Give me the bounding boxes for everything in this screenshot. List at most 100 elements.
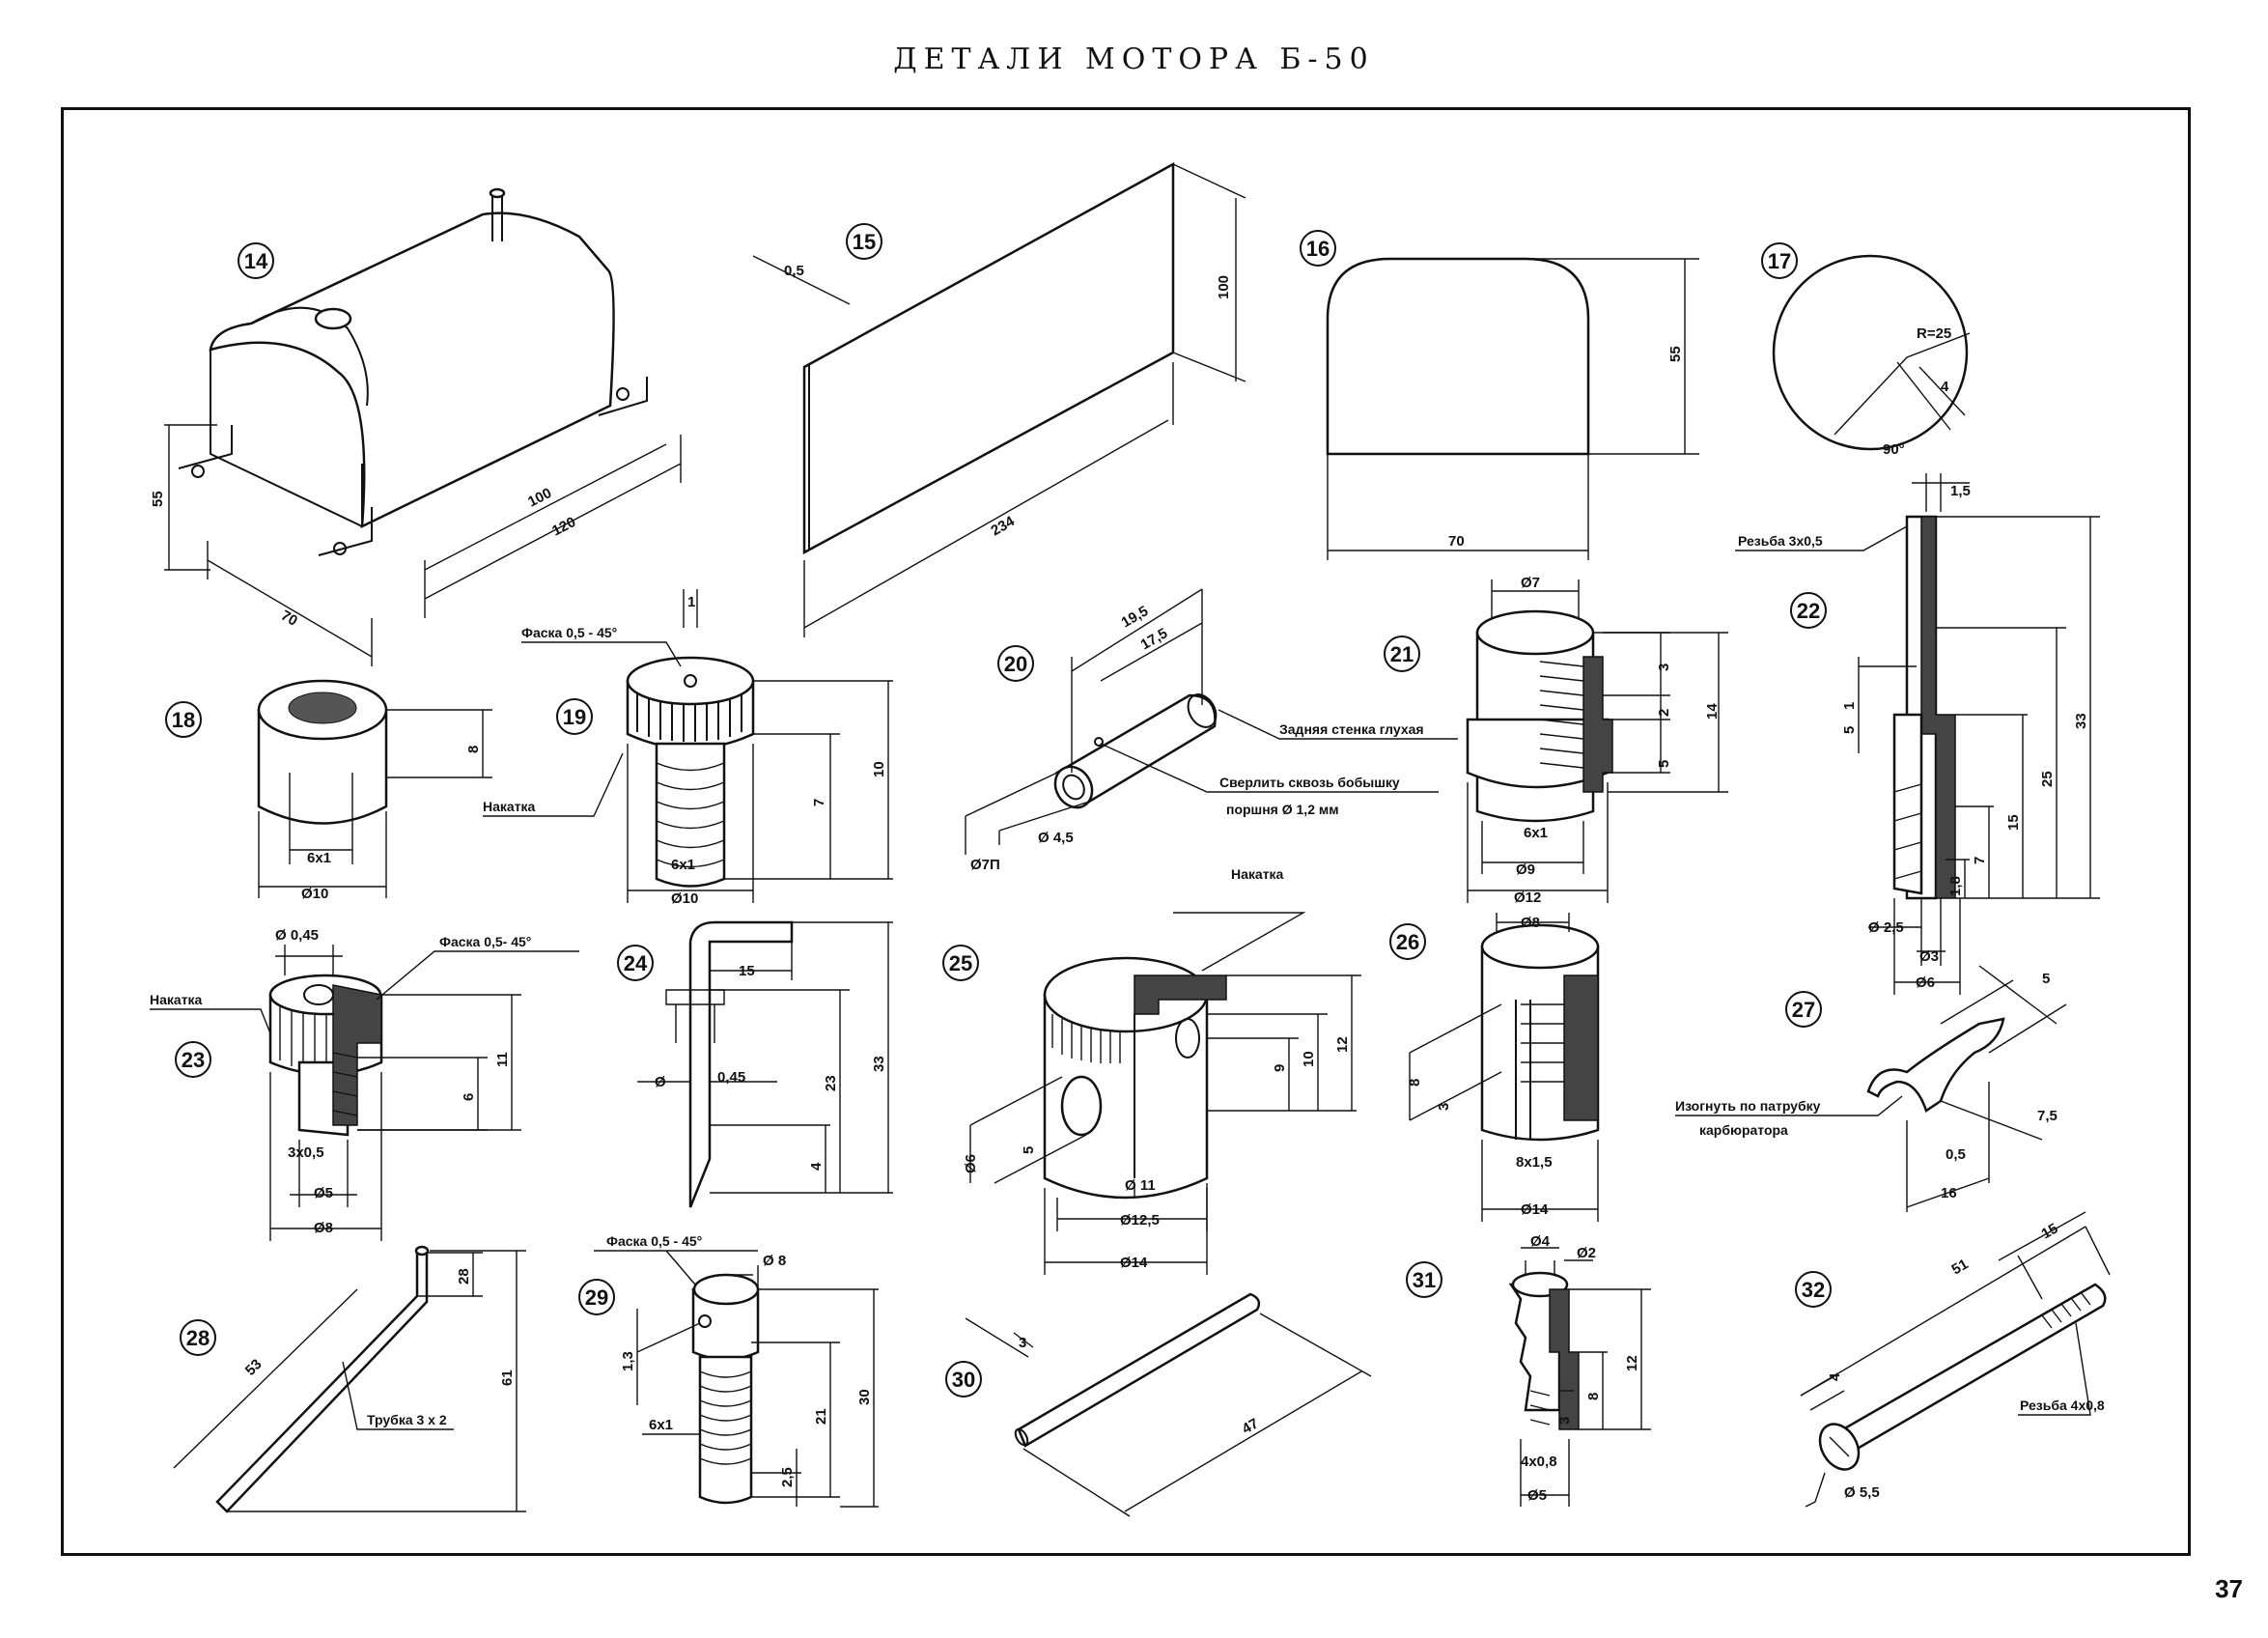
- part-14: 14 55 100 120 70: [150, 187, 682, 666]
- part-22: 22 1,5 Резьба 3x0,5 5 1 33 25 15 7 1,8 Ø…: [1735, 473, 2100, 995]
- dimension-label: 4x0,8: [1521, 1454, 1557, 1470]
- dimension-label: 28: [456, 1268, 472, 1285]
- dimension-label: Ø: [655, 1074, 666, 1090]
- dimension-label: 70: [1448, 533, 1465, 550]
- dimension-label: 4: [1941, 379, 1949, 395]
- dimension-label: 3: [1019, 1335, 1026, 1351]
- dimension-label: 70: [278, 607, 300, 630]
- dimension-label: 53: [242, 1356, 266, 1379]
- dimension-label: 12: [1624, 1355, 1640, 1371]
- dimension-label: Ø 11: [1125, 1177, 1156, 1194]
- dimension-label: Ø7: [1521, 575, 1540, 591]
- part-31: 31 Ø4 Ø2 12 8 3 4x0,8 Ø5: [1406, 1233, 1651, 1507]
- dimension-label: 51: [1949, 1256, 1972, 1278]
- part-annotation: Накатка: [483, 799, 536, 814]
- part-number: 23: [182, 1048, 205, 1072]
- dimension-label: 55: [1667, 346, 1684, 362]
- part-30: 30 3 47: [945, 1292, 1372, 1517]
- dimension-label: Ø14: [1120, 1255, 1148, 1271]
- part-number: 29: [585, 1285, 608, 1310]
- part-annotation: Сверлить сквозь бобышку: [1219, 775, 1400, 790]
- dimension-label: R=25: [1917, 325, 1951, 342]
- dimension-label: 11: [494, 1052, 511, 1067]
- dimension-label: 25: [2039, 771, 2056, 787]
- part-number-circle: [238, 242, 274, 279]
- pin-body: [1054, 693, 1217, 804]
- dimension-label: Ø5: [1527, 1487, 1547, 1504]
- page-number: 37: [2215, 1574, 2243, 1603]
- screw-head: [626, 656, 755, 706]
- part-annotation: Фаска 0,5- 45°: [439, 934, 531, 949]
- part-annotation: Резьба 4x0,8: [2020, 1398, 2105, 1413]
- dimension-label: 21: [813, 1408, 829, 1425]
- dimension-label: 4: [1827, 1372, 1843, 1381]
- part-number: 30: [952, 1368, 975, 1392]
- dimension-label: 1: [1841, 702, 1858, 710]
- dimension-label: 10: [1301, 1051, 1317, 1067]
- part-27: 27 5 Изогнуть по патрубку карбюратора 7,…: [1675, 965, 2067, 1212]
- part-number: 15: [853, 230, 876, 254]
- dimension-label: 5: [1841, 726, 1858, 734]
- dimension-label: 23: [823, 1075, 839, 1091]
- dimension-label: 1,3: [620, 1351, 636, 1371]
- dimension-label: 234: [989, 513, 1019, 540]
- screw-shank: [1833, 1283, 2107, 1455]
- dimension-label: 3x0,5: [288, 1144, 324, 1161]
- dimension-label: 15: [2005, 814, 2022, 831]
- page-title: ДЕТАЛИ МОТОРА Б-50: [893, 42, 1375, 76]
- dimension-label: 8: [1407, 1079, 1423, 1087]
- dimension-label: 5: [1656, 760, 1672, 768]
- dimension-label: 16: [1941, 1185, 1957, 1201]
- part-annotation: карбюратора: [1699, 1122, 1788, 1138]
- dimension-label: 4: [808, 1162, 825, 1171]
- dimension-label: Ø7П: [970, 857, 1000, 873]
- dimension-label: 33: [2073, 713, 2089, 729]
- dimension-label: 55: [150, 491, 166, 507]
- part-annotation: Задняя стенка глухая: [1279, 721, 1424, 737]
- part-number: 26: [1396, 930, 1419, 954]
- dimension-label: Ø14: [1521, 1201, 1549, 1218]
- rod: [1017, 1292, 1261, 1448]
- dimension-label: 1,8: [1947, 876, 1964, 896]
- dimension-label: 6x1: [649, 1417, 673, 1433]
- part-19: 19 1 Фаска 0,5 - 45° Накатка 7 10 6x1 Ø1…: [483, 589, 893, 907]
- part-number: 28: [186, 1326, 210, 1350]
- dimension-label: 0,5: [784, 263, 804, 279]
- dimension-label: 2: [1656, 709, 1672, 717]
- dimension-label: 1: [687, 594, 695, 610]
- dimension-label: 47: [1240, 1415, 1262, 1437]
- dimension-label: 7: [1972, 857, 1988, 864]
- dimension-label: 6x1: [1524, 825, 1548, 841]
- part-number: 21: [1390, 642, 1414, 666]
- dimension-label: 1,5: [1950, 483, 1971, 499]
- part-number: 16: [1306, 237, 1330, 261]
- dimension-label: 33: [871, 1056, 887, 1072]
- dimension-label: Ø10: [301, 886, 328, 902]
- wire: [688, 920, 794, 1208]
- part-annotation: Накатка: [1231, 866, 1284, 882]
- dimension-label: 5: [2042, 971, 2050, 987]
- part-number: 31: [1413, 1268, 1436, 1292]
- part-annotation: Изогнуть по патрубку: [1675, 1098, 1821, 1114]
- dimension-label: 8x1,5: [1516, 1154, 1553, 1171]
- dimension-label: 3: [1436, 1103, 1452, 1111]
- part-number: 17: [1768, 249, 1791, 273]
- dimension-label: Ø 5,5: [1844, 1484, 1880, 1501]
- dimension-label: 61: [499, 1370, 516, 1386]
- part-15: 15 0,5 100 234: [752, 161, 1246, 637]
- dimension-label: 9: [1272, 1064, 1288, 1072]
- part-24: 24 15 Ø 0,45 23 33 4: [617, 920, 893, 1208]
- drawing-frame: [61, 107, 2191, 1556]
- dimension-label: Ø2: [1577, 1245, 1596, 1261]
- dimension-label: 30: [856, 1389, 873, 1405]
- dimension-label: Ø4: [1530, 1233, 1551, 1250]
- dimension-label: Ø10: [671, 890, 698, 907]
- dimension-label: Ø3: [1919, 948, 1939, 965]
- dimension-label: Ø 4,5: [1038, 830, 1074, 846]
- disk: [1772, 254, 1969, 451]
- section-hatch: [1582, 656, 1613, 793]
- dimension-label: 17,5: [1138, 625, 1171, 653]
- part-annotation: поршня Ø 1,2 мм: [1226, 802, 1339, 817]
- part-number: 25: [949, 951, 972, 975]
